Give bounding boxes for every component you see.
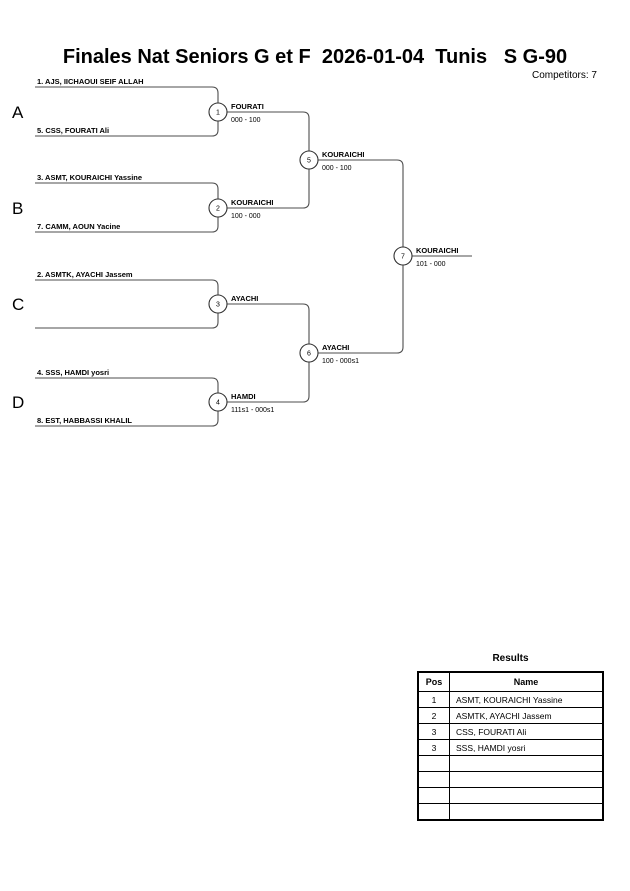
results-row — [417, 755, 604, 772]
results-panel: Results Pos Name 1 ASMT, KOURAICHI Yassi… — [417, 653, 604, 821]
match-score-m6: 100 - 000s1 — [322, 358, 359, 365]
entry-name-a1: 1. AJS, IICHAOUI SEIF ALLAH — [37, 77, 144, 86]
result-name — [449, 803, 604, 821]
match-score-m5: 000 - 100 — [322, 165, 352, 172]
results-header-row: Pos Name — [417, 671, 604, 692]
entry-name-d1: 4. SSS, HAMDI yosri — [37, 368, 109, 377]
match-number-1: 1 — [216, 110, 220, 117]
winner-name-final: KOURAICHI — [416, 246, 459, 255]
winner-line-m2 — [227, 169, 310, 209]
match-node-6 — [299, 343, 319, 363]
bracket-line — [35, 411, 219, 427]
match-node-1 — [208, 102, 228, 122]
match-number-6: 6 — [307, 351, 311, 358]
match-node-7 — [393, 246, 413, 266]
match-number-2: 2 — [216, 206, 220, 213]
entry-name-c1: 2. ASMTK, AYACHI Jassem — [37, 270, 133, 279]
winner-line-m5 — [318, 159, 404, 247]
result-pos: 3 — [417, 723, 450, 740]
match-node-3 — [208, 294, 228, 314]
results-row — [417, 787, 604, 804]
bracket-line — [35, 86, 219, 103]
result-pos: 3 — [417, 739, 450, 756]
match-number-3: 3 — [216, 302, 220, 309]
winner-name-m6: AYACHI — [322, 343, 349, 352]
winner-name-m5: KOURAICHI — [322, 150, 365, 159]
match-number-4: 4 — [216, 400, 220, 407]
winner-line-m1 — [227, 111, 310, 151]
section-label-c: C — [12, 295, 24, 314]
winner-name-m3: AYACHI — [231, 294, 258, 303]
result-name — [449, 755, 604, 772]
results-row: 2 ASMTK, AYACHI Jassem — [417, 707, 604, 724]
result-name: ASMT, KOURAICHI Yassine — [449, 691, 604, 708]
entry-name-b2: 7. CAMM, AOUN Yacine — [37, 222, 120, 231]
result-pos — [417, 755, 450, 772]
match-score-m2: 100 - 000 — [231, 213, 261, 220]
results-row — [417, 803, 604, 821]
result-name — [449, 787, 604, 804]
match-node-5 — [299, 150, 319, 170]
competitors-count: Competitors: 7 — [531, 70, 597, 81]
result-name — [449, 771, 604, 788]
results-row: 1 ASMT, KOURAICHI Yassine — [417, 691, 604, 708]
result-pos — [417, 787, 450, 804]
result-name: SSS, HAMDI yosri — [449, 739, 604, 756]
entry-name-b1: 3. ASMT, KOURAICHI Yassine — [37, 173, 142, 182]
match-score-final: 101 - 000 — [416, 261, 446, 268]
bracket-line — [35, 279, 219, 295]
page-title: Finales Nat Seniors G et F 2026-01-04 Tu… — [62, 46, 568, 68]
match-number-7: 7 — [401, 254, 405, 261]
match-number-5: 5 — [307, 158, 311, 165]
winner-line-m4 — [227, 362, 310, 403]
entry-name-d2: 8. EST, HABBASSI KHALIL — [37, 416, 132, 425]
result-name: ASMTK, AYACHI Jassem — [449, 707, 604, 724]
section-label-b: B — [12, 199, 23, 218]
section-label-a: A — [12, 103, 24, 122]
section-label-d: D — [12, 393, 24, 412]
result-pos: 1 — [417, 691, 450, 708]
match-node-4 — [208, 392, 228, 412]
match-score-m1: 000 - 100 — [231, 117, 261, 124]
results-row — [417, 771, 604, 788]
result-name: CSS, FOURATI Ali — [449, 723, 604, 740]
winner-line-m6 — [318, 265, 404, 354]
results-table: Pos Name 1 ASMT, KOURAICHI Yassine 2 ASM… — [417, 671, 604, 821]
result-pos — [417, 803, 450, 821]
winner-line-m3 — [227, 303, 310, 344]
results-row: 3 SSS, HAMDI yosri — [417, 739, 604, 756]
result-pos: 2 — [417, 707, 450, 724]
bracket-line — [35, 377, 219, 393]
results-title: Results — [492, 653, 529, 664]
bracket-line — [35, 182, 219, 199]
results-col-name: Name — [449, 671, 604, 692]
results-row: 3 CSS, FOURATI Ali — [417, 723, 604, 740]
winner-name-m1: FOURATI — [231, 102, 264, 111]
bracket-line — [35, 217, 219, 233]
match-node-2 — [208, 198, 228, 218]
results-col-pos: Pos — [417, 671, 450, 692]
entry-name-a2: 5. CSS, FOURATI Ali — [37, 126, 109, 135]
bracket-line — [35, 121, 219, 137]
bracket-line — [35, 313, 219, 329]
result-pos — [417, 771, 450, 788]
winner-name-m2: KOURAICHI — [231, 198, 274, 207]
winner-name-m4: HAMDI — [231, 392, 256, 401]
match-score-m4: 111s1 - 000s1 — [231, 407, 274, 414]
